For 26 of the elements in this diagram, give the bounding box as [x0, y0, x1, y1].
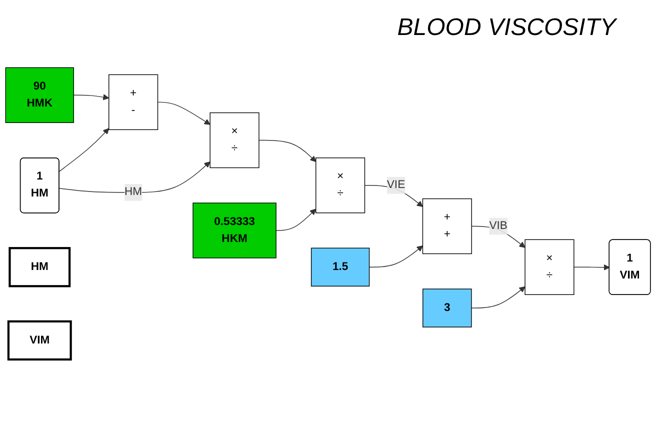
node-box: 1.5 [310, 248, 370, 287]
arrow [364, 185, 423, 208]
arrow [276, 209, 316, 232]
arrow [368, 246, 423, 268]
arrow [258, 140, 316, 162]
node-box: 3 [422, 289, 472, 328]
arrow [58, 162, 210, 194]
node-box: 0.53333 HKM [192, 203, 276, 259]
node-box: HM [8, 247, 71, 288]
node-box: VIM [7, 320, 72, 361]
arrow [574, 264, 610, 271]
edge-label: HM [124, 186, 142, 198]
arrow [471, 226, 526, 248]
node-box: × ÷ [316, 158, 366, 214]
edge-label: VIE [386, 179, 406, 192]
diagram-title: BLOOD VISCOSITY [397, 14, 616, 42]
node-box: × ÷ [524, 240, 574, 296]
edge-label: VIB [489, 220, 508, 232]
arrow [471, 286, 526, 309]
arrow [58, 128, 110, 172]
node-box: + + [422, 198, 472, 255]
node-box: 90 HMK [5, 68, 74, 124]
node-box: × ÷ [210, 112, 260, 169]
arrow [157, 102, 210, 126]
arrow [73, 94, 110, 101]
node-box: + - [108, 74, 158, 130]
